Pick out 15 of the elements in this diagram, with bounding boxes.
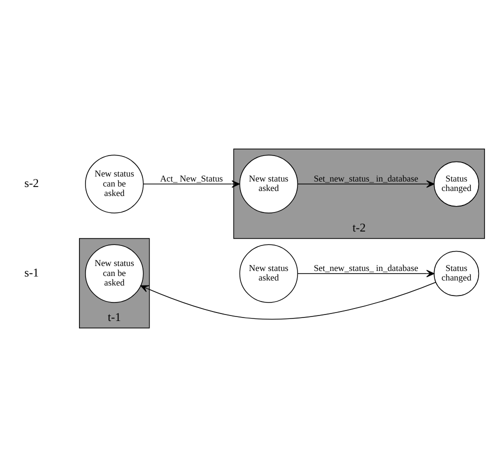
arrow [297,180,434,188]
node-circle: New status can be asked [85,154,144,213]
label: s-1 [24,264,39,279]
node-circle: New status asked [239,154,298,213]
edge-label: Act_ New_Status [160,172,223,183]
arrow [297,269,434,277]
edge-label: Set_new_status_ in_database [314,262,418,273]
label: s-2 [24,175,39,190]
node-circle: Status changed [434,250,480,296]
node-circle: New status asked [239,244,298,302]
node-circle: Status changed [434,160,480,206]
edge-label: Set_new_status_ in_database [314,172,418,183]
node-circle: New status can be asked [85,244,144,302]
arrow [143,180,240,188]
arrow [140,281,436,320]
